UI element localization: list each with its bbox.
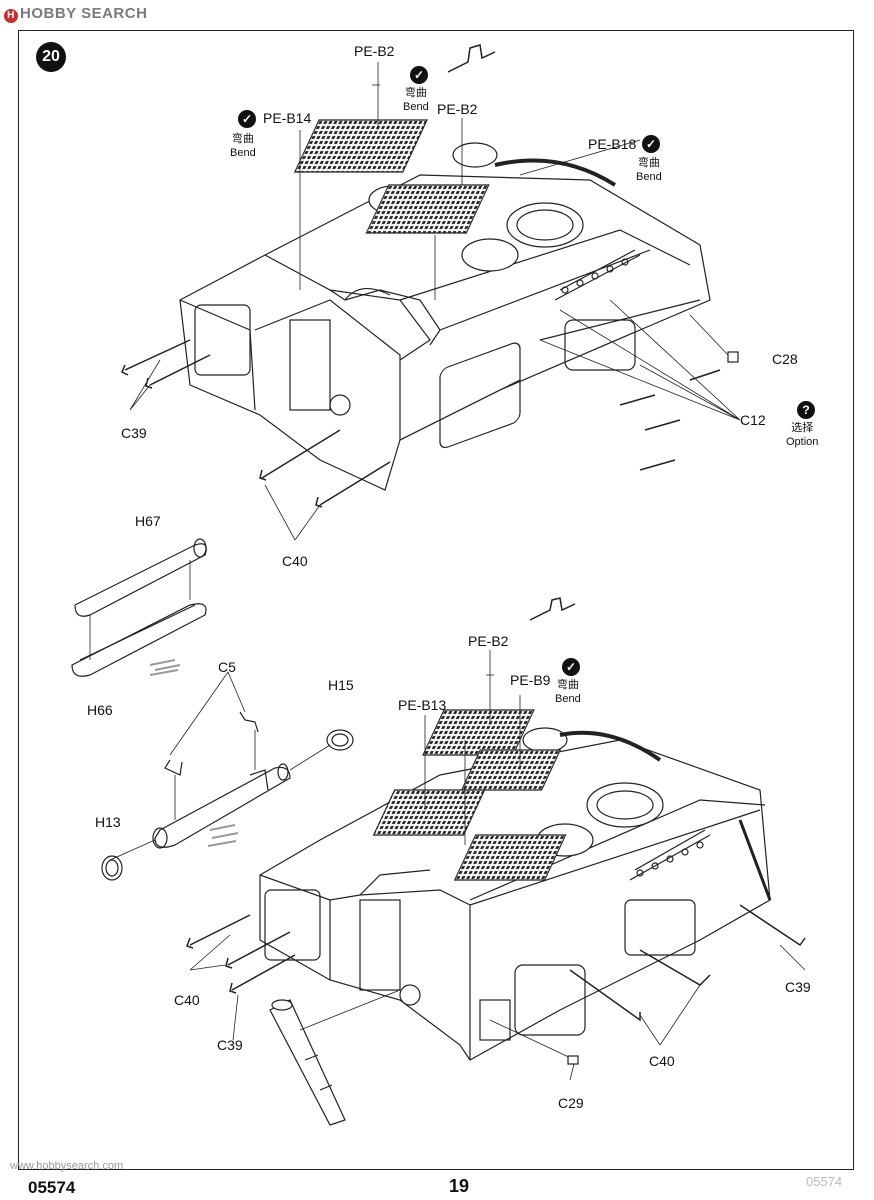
option-note: 选择 Option [786, 422, 819, 448]
label-c5: C5 [218, 659, 236, 675]
part-c29 [567, 1055, 579, 1065]
hobby-search-logo-icon: H [4, 9, 18, 23]
label-c40-top: C40 [282, 553, 308, 569]
mesh-grille-lower-a [372, 789, 486, 836]
part-c28 [727, 351, 739, 363]
label-h67: H67 [135, 513, 161, 529]
part-long-tube [269, 999, 346, 1126]
label-pe-b2-bottom: PE-B2 [468, 633, 509, 649]
bleed-through-code: 05574 [806, 1174, 843, 1189]
part-h13-tube [152, 763, 291, 849]
label-pe-b2-top-a: PE-B2 [354, 43, 395, 59]
bend-icon: ✓ [410, 66, 428, 84]
label-h15: H15 [328, 677, 354, 693]
label-c39-right: C39 [785, 979, 811, 995]
label-h66: H66 [87, 702, 113, 718]
grab-handles-top [121, 339, 721, 508]
page-frame [18, 30, 854, 1170]
label-pe-b14: PE-B14 [263, 110, 312, 126]
bend-note-c: 弯曲 Bend [636, 157, 662, 183]
label-c40-left: C40 [174, 992, 200, 1008]
label-c39-top: C39 [121, 425, 147, 441]
bend-icon: ✓ [642, 135, 660, 153]
label-pe-b9: PE-B9 [510, 672, 551, 688]
mesh-grille-pe-b14 [293, 119, 428, 173]
grab-handles-bottom [186, 904, 806, 1022]
label-c40-right: C40 [649, 1053, 675, 1069]
mesh-grille-lower-b [453, 834, 567, 881]
part-h66 [71, 603, 207, 677]
part-c5-b [239, 711, 259, 733]
mesh-grille-pe-b18 [365, 184, 490, 234]
bend-note-bottom: 弯曲 Bend [555, 679, 581, 705]
part-h13-cap [101, 855, 123, 881]
bend-icon: ✓ [238, 110, 256, 128]
bracket-part-icon [447, 44, 496, 73]
kit-code: 05574 [28, 1178, 76, 1197]
label-pe-b13: PE-B13 [398, 697, 447, 713]
bend-icon: ✓ [562, 658, 580, 676]
part-h15 [326, 729, 354, 751]
bend-note-a: 弯曲 Bend [403, 87, 429, 113]
site-watermark: www.hobbysearch.com [10, 1160, 124, 1172]
label-c12: C12 [740, 412, 766, 428]
step-number: 20 [36, 42, 66, 72]
label-c29: C29 [558, 1095, 584, 1111]
label-c28: C28 [772, 351, 798, 367]
label-h13: H13 [95, 814, 121, 830]
mesh-grille-pe-b13 [422, 709, 535, 756]
part-c5-a [164, 759, 183, 776]
label-c39-left: C39 [217, 1037, 243, 1053]
page-number: 19 [449, 1176, 470, 1196]
option-icon: ? [797, 401, 815, 419]
label-pe-b18: PE-B18 [588, 136, 637, 152]
part-h67 [74, 538, 207, 617]
label-pe-b2-top-b: PE-B2 [437, 101, 478, 117]
bend-note-b: 弯曲 Bend [230, 133, 256, 159]
bracket-part-icon-lower [529, 597, 576, 621]
